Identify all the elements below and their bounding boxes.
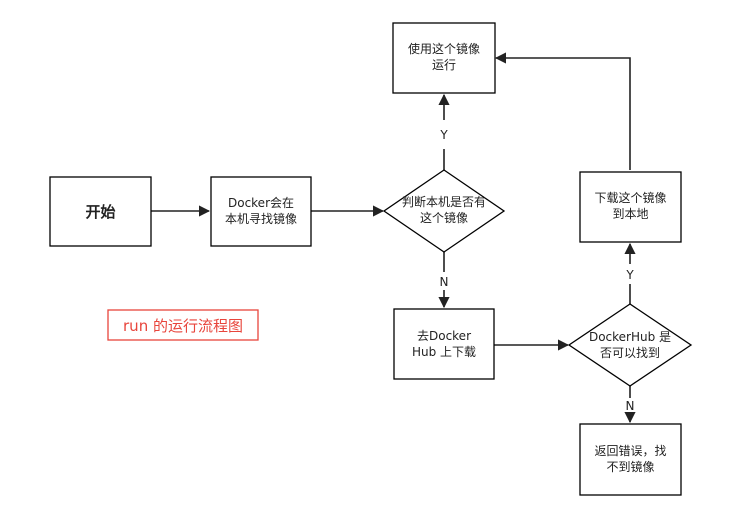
docker-find-label-2: 本机寻找镜像 — [225, 211, 297, 226]
use-image-label-1: 使用这个镜像 — [408, 41, 480, 56]
check-local-label-2: 这个镜像 — [420, 210, 468, 225]
edge-label-hub-no: N — [626, 399, 635, 413]
use-image-label-2: 运行 — [432, 58, 456, 72]
edge-download-to-use — [494, 52, 631, 170]
caption-box — [107, 309, 259, 341]
check-local-label-1: 判断本机是否有 — [402, 194, 486, 209]
return-error-node — [579, 423, 682, 496]
hub-found-decision — [567, 303, 693, 387]
use-image-node — [392, 22, 496, 94]
download-local-label-2: 到本地 — [612, 207, 648, 221]
return-error-label-1: 返回错误，找 — [594, 444, 666, 458]
edge-label-check-yes: Y — [439, 128, 448, 142]
download-local-node — [579, 171, 682, 243]
edge-label-hub-yes: Y — [625, 268, 634, 282]
start-node-label: 开始 — [85, 203, 115, 221]
pull-hub-label-2: Hub 上下载 — [412, 345, 476, 359]
check-local-decision — [382, 169, 506, 253]
download-local-label-1: 下载这个镜像 — [594, 190, 666, 205]
hub-found-label-1: DockerHub 是 — [589, 330, 671, 344]
start-node — [49, 176, 152, 247]
docker-find-label-1: Docker会在 — [228, 196, 294, 210]
caption-text: run 的运行流程图 — [123, 317, 243, 335]
return-error-label-2: 不到镜像 — [606, 459, 654, 474]
hub-found-label-2: 否可以找到 — [600, 346, 660, 360]
edge-label-check-no: N — [440, 275, 449, 289]
docker-find-node — [210, 176, 312, 247]
pull-hub-node — [393, 308, 495, 380]
pull-hub-label-1: 去Docker — [417, 329, 471, 343]
